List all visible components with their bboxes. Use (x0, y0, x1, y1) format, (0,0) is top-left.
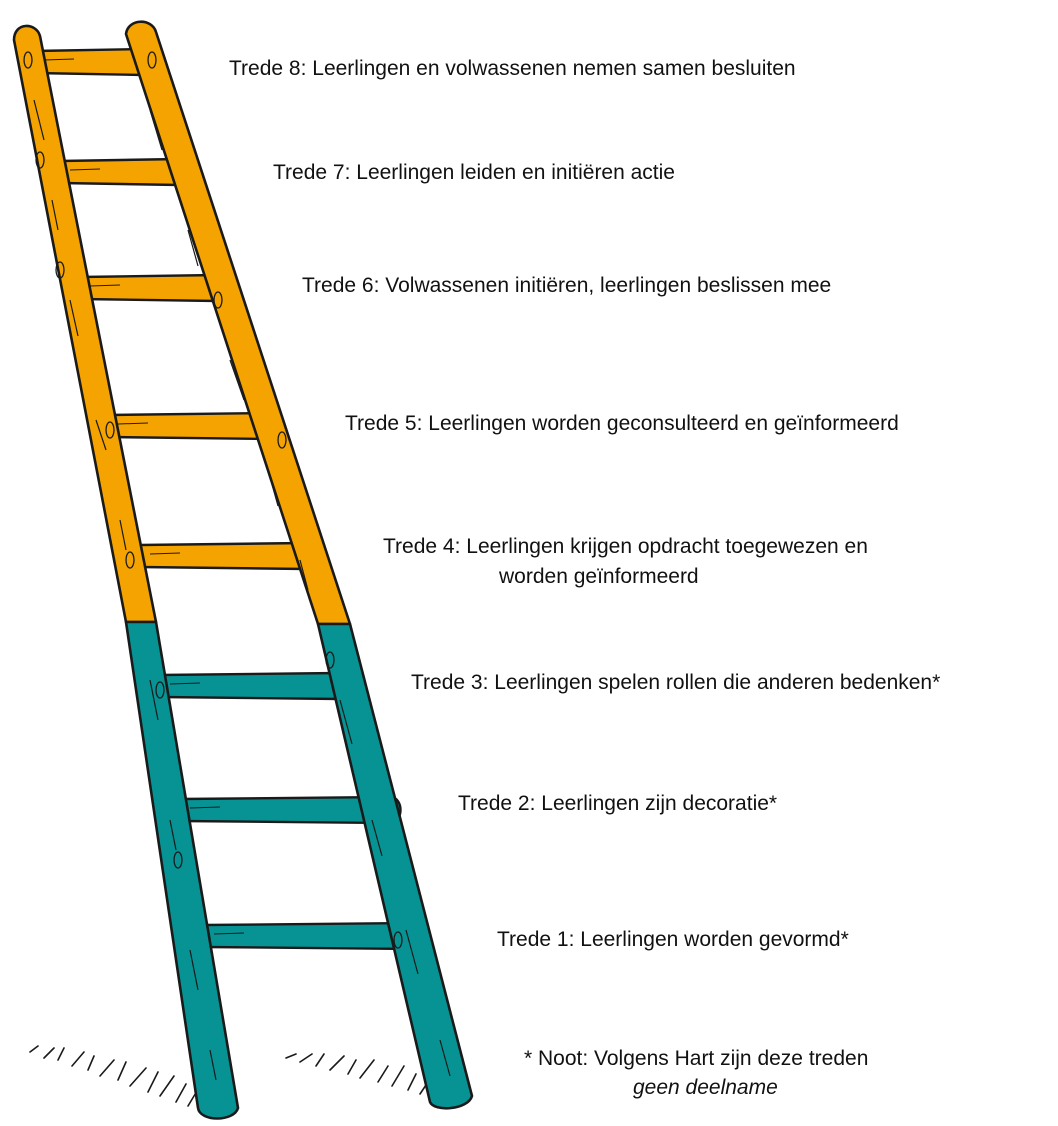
wood-grain (33, 99, 451, 1081)
knot (325, 651, 335, 669)
knot (213, 291, 223, 309)
knot (125, 551, 135, 569)
rails (12, 20, 474, 1120)
grass-left (29, 1045, 201, 1107)
rung-4 (138, 541, 318, 571)
footnote-text: * Noot: Volgens Hart zijn deze treden (524, 1047, 869, 1070)
left-rail-upper (12, 24, 158, 624)
rung-label-8: Trede 8: Leerlingen en volwassenen nemen… (229, 57, 796, 80)
knot (173, 851, 183, 869)
knot (55, 261, 65, 279)
knot (23, 51, 33, 69)
right-rail-lower (316, 622, 474, 1110)
rung-label-3: Trede 3: Leerlingen spelen rollen die an… (411, 671, 941, 694)
knot (155, 681, 165, 699)
rung-label-5: Trede 5: Leerlingen worden geconsulteerd… (345, 412, 899, 435)
rung-label-4: Trede 4: Leerlingen krijgen opdracht toe… (383, 535, 868, 558)
footnote-emphasis: geen deelname (633, 1076, 778, 1099)
rung-3 (158, 671, 352, 701)
rung-label-2: Trede 2: Leerlingen zijn decoratie* (458, 792, 778, 815)
rung-label-4-continuation: worden geïnformeerd (499, 565, 699, 588)
grass-right (285, 1053, 443, 1099)
left-rail-lower (124, 620, 240, 1120)
rung-label-6: Trede 6: Volwassenen initiëren, leerling… (302, 274, 832, 297)
knot (35, 151, 45, 169)
rung-label-7: Trede 7: Leerlingen leiden en initiëren … (273, 161, 675, 184)
knot (393, 931, 403, 949)
right-rail-upper (124, 20, 352, 626)
knot (147, 51, 157, 69)
knot (277, 431, 287, 449)
knot (105, 421, 115, 439)
rung-label-1: Trede 1: Leerlingen worden gevormd* (497, 928, 849, 951)
